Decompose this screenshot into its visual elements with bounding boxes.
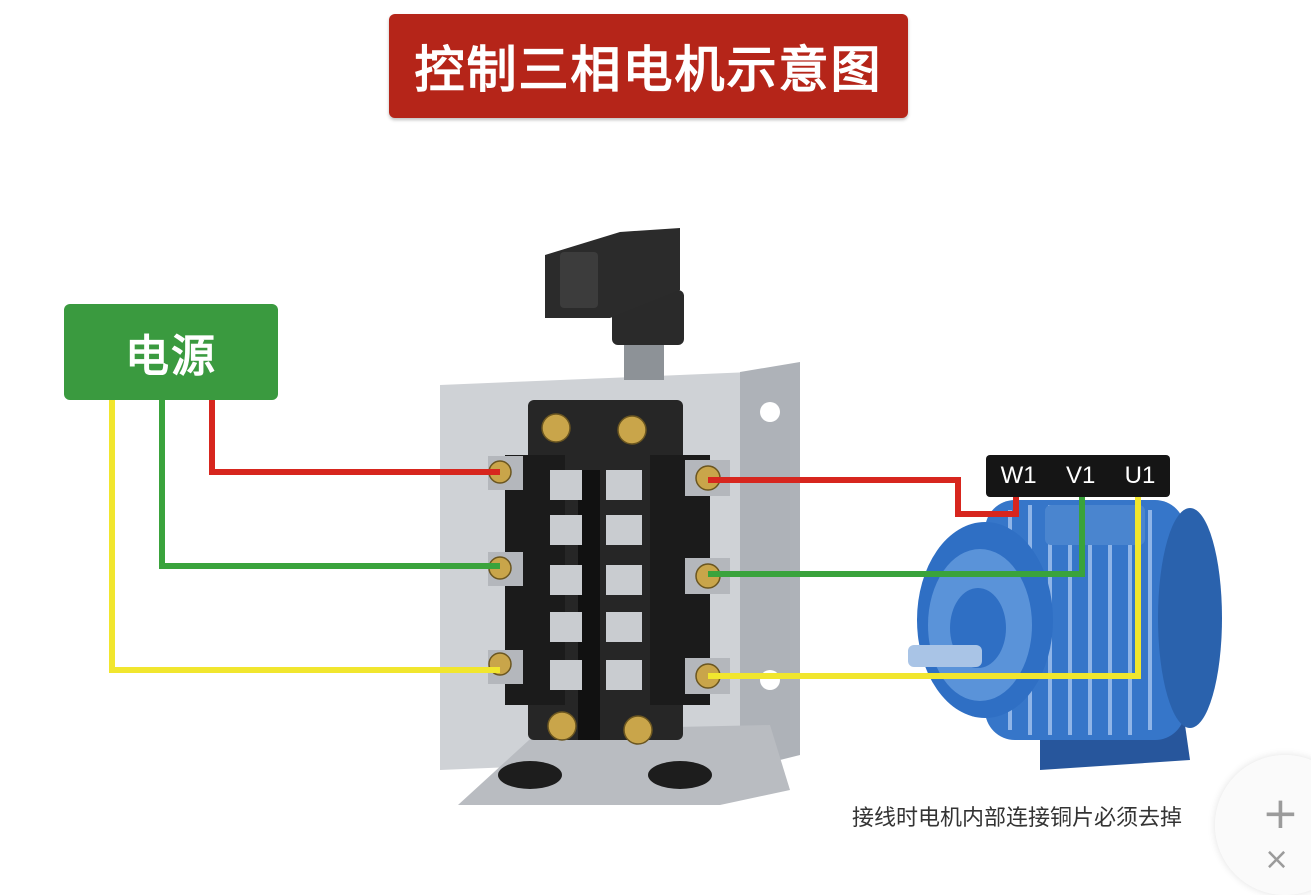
- motor-terminal-labels: W1 V1 U1: [986, 455, 1170, 497]
- page-title: 控制三相电机示意图: [389, 14, 908, 118]
- terminal-u1-label: U1: [1124, 462, 1156, 489]
- green-wire-motor: [708, 497, 1085, 577]
- terminal-w1-label: W1: [1000, 462, 1037, 489]
- red-wire-supply: [209, 400, 500, 475]
- terminal-block: [488, 400, 730, 745]
- three-phase-motor: [908, 500, 1222, 770]
- yellow-wire-motor: [708, 497, 1141, 679]
- zoom-in-icon[interactable]: +: [1262, 788, 1299, 839]
- wiring-note: 接线时电机内部连接铜片必须去掉: [852, 806, 1183, 831]
- red-wire-motor: [708, 477, 1019, 517]
- yellow-wire-supply: [109, 400, 500, 673]
- power-source-label: 电源: [64, 304, 278, 400]
- green-wire-supply: [159, 400, 500, 569]
- wiring-diagram: [109, 228, 1222, 805]
- close-icon[interactable]: ×: [1264, 842, 1290, 877]
- terminal-v1-label: V1: [1065, 462, 1096, 489]
- rotary-knob: [545, 228, 684, 380]
